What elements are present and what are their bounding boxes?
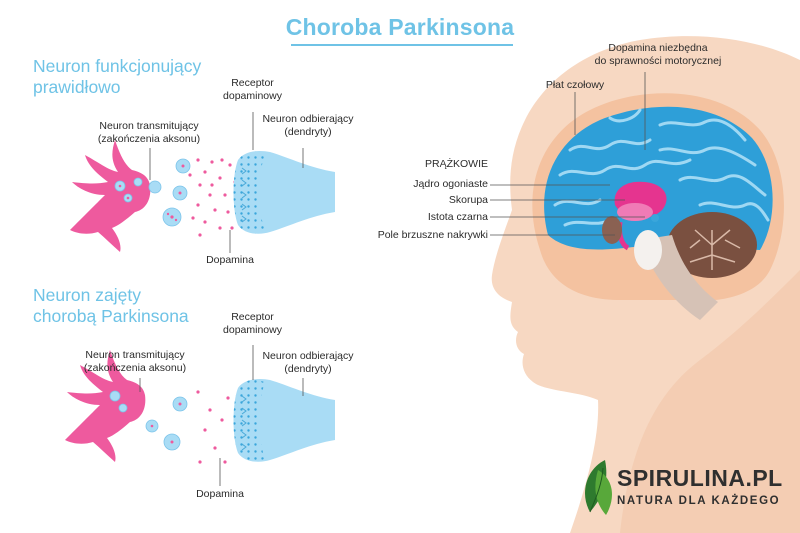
healthy-transmitter-label: Neuron transmitujący (zakończenia aksonu…	[84, 120, 214, 145]
dopamine-dots-parkinson	[196, 390, 230, 464]
frontal-lobe-label: Płat czołowy	[545, 79, 605, 91]
dopamine-note-label: Dopamina niezbędna do sprawności motoryc…	[588, 42, 728, 67]
healthy-receiver-line1: Neuron odbierający	[262, 113, 354, 125]
parkinson-heading-line2: chorobą Parkinsona	[33, 306, 189, 326]
brain-label-lines	[490, 72, 646, 236]
vta-label: Pole brzuszne nakrywki	[377, 229, 488, 241]
parkinson-receptor-line1: Receptor	[231, 311, 274, 323]
caudate-label: Jądro ogoniaste	[413, 178, 488, 190]
healthy-transmitter-line2: (zakończenia aksonu)	[97, 132, 201, 145]
page-title: Choroba Parkinsona	[285, 14, 515, 40]
brand-logo: SPIRULINA.PL NATURA DLA KAŻDEGO	[617, 465, 783, 507]
parkinson-receiver-line2: (dendryty)	[284, 362, 332, 375]
dopamine-note-line1: Dopamina niezbędna	[608, 42, 708, 54]
healthy-receptor-line2: dopaminowy	[223, 89, 282, 102]
dopamine-dots-healthy	[188, 158, 240, 237]
brand-name: SPIRULINA.PL	[617, 465, 783, 491]
brain	[532, 93, 784, 320]
brand-tagline: NATURA DLA KAŻDEGO	[617, 495, 781, 507]
parkinson-transmitter-label: Neuron transmitujący (zakończenia aksonu…	[70, 349, 200, 374]
synapse-parkinson	[65, 345, 335, 486]
parkinson-transmitter-line1: Neuron transmitujący	[85, 349, 185, 361]
parkinson-receiver-label: Neuron odbierający (dendryty)	[258, 350, 358, 375]
healthy-transmitter-line1: Neuron transmitujący	[99, 120, 199, 132]
parkinson-heading-line1: Neuron zajęty	[33, 285, 141, 305]
parkinson-heading: Neuron zajęty chorobą Parkinsona	[33, 285, 189, 327]
putamen-label: Skorupa	[448, 194, 488, 206]
healthy-heading: Neuron funkcjonujący prawidłowo	[33, 56, 201, 98]
parkinson-transmitter-line2: (zakończenia aksonu)	[83, 361, 187, 374]
healthy-heading-line2: prawidłowo	[33, 77, 121, 97]
healthy-heading-line1: Neuron funkcjonujący	[33, 56, 202, 76]
parkinson-dopamine-label: Dopamina	[196, 488, 244, 500]
synapse-healthy	[70, 112, 335, 253]
parkinson-receiver-line1: Neuron odbierający	[262, 350, 354, 362]
substantia-nigra-label: Istota czarna	[427, 211, 488, 223]
parkinson-receptor-label: Receptor dopaminowy	[205, 311, 300, 336]
healthy-receptor-line1: Receptor	[231, 77, 274, 89]
leaf-icon	[585, 460, 612, 515]
title-underline	[291, 44, 513, 46]
dopamine-note-line2: do sprawności motorycznej	[594, 54, 722, 67]
healthy-receiver-line2: (dendryty)	[284, 125, 332, 138]
parkinson-receptor-line2: dopaminowy	[223, 323, 282, 336]
healthy-receiver-label: Neuron odbierający (dendryty)	[258, 113, 358, 138]
healthy-dopamine-label: Dopamina	[206, 254, 254, 266]
healthy-receptor-label: Receptor dopaminowy	[205, 77, 300, 102]
striatum-label: PRĄŻKOWIE	[424, 158, 488, 170]
